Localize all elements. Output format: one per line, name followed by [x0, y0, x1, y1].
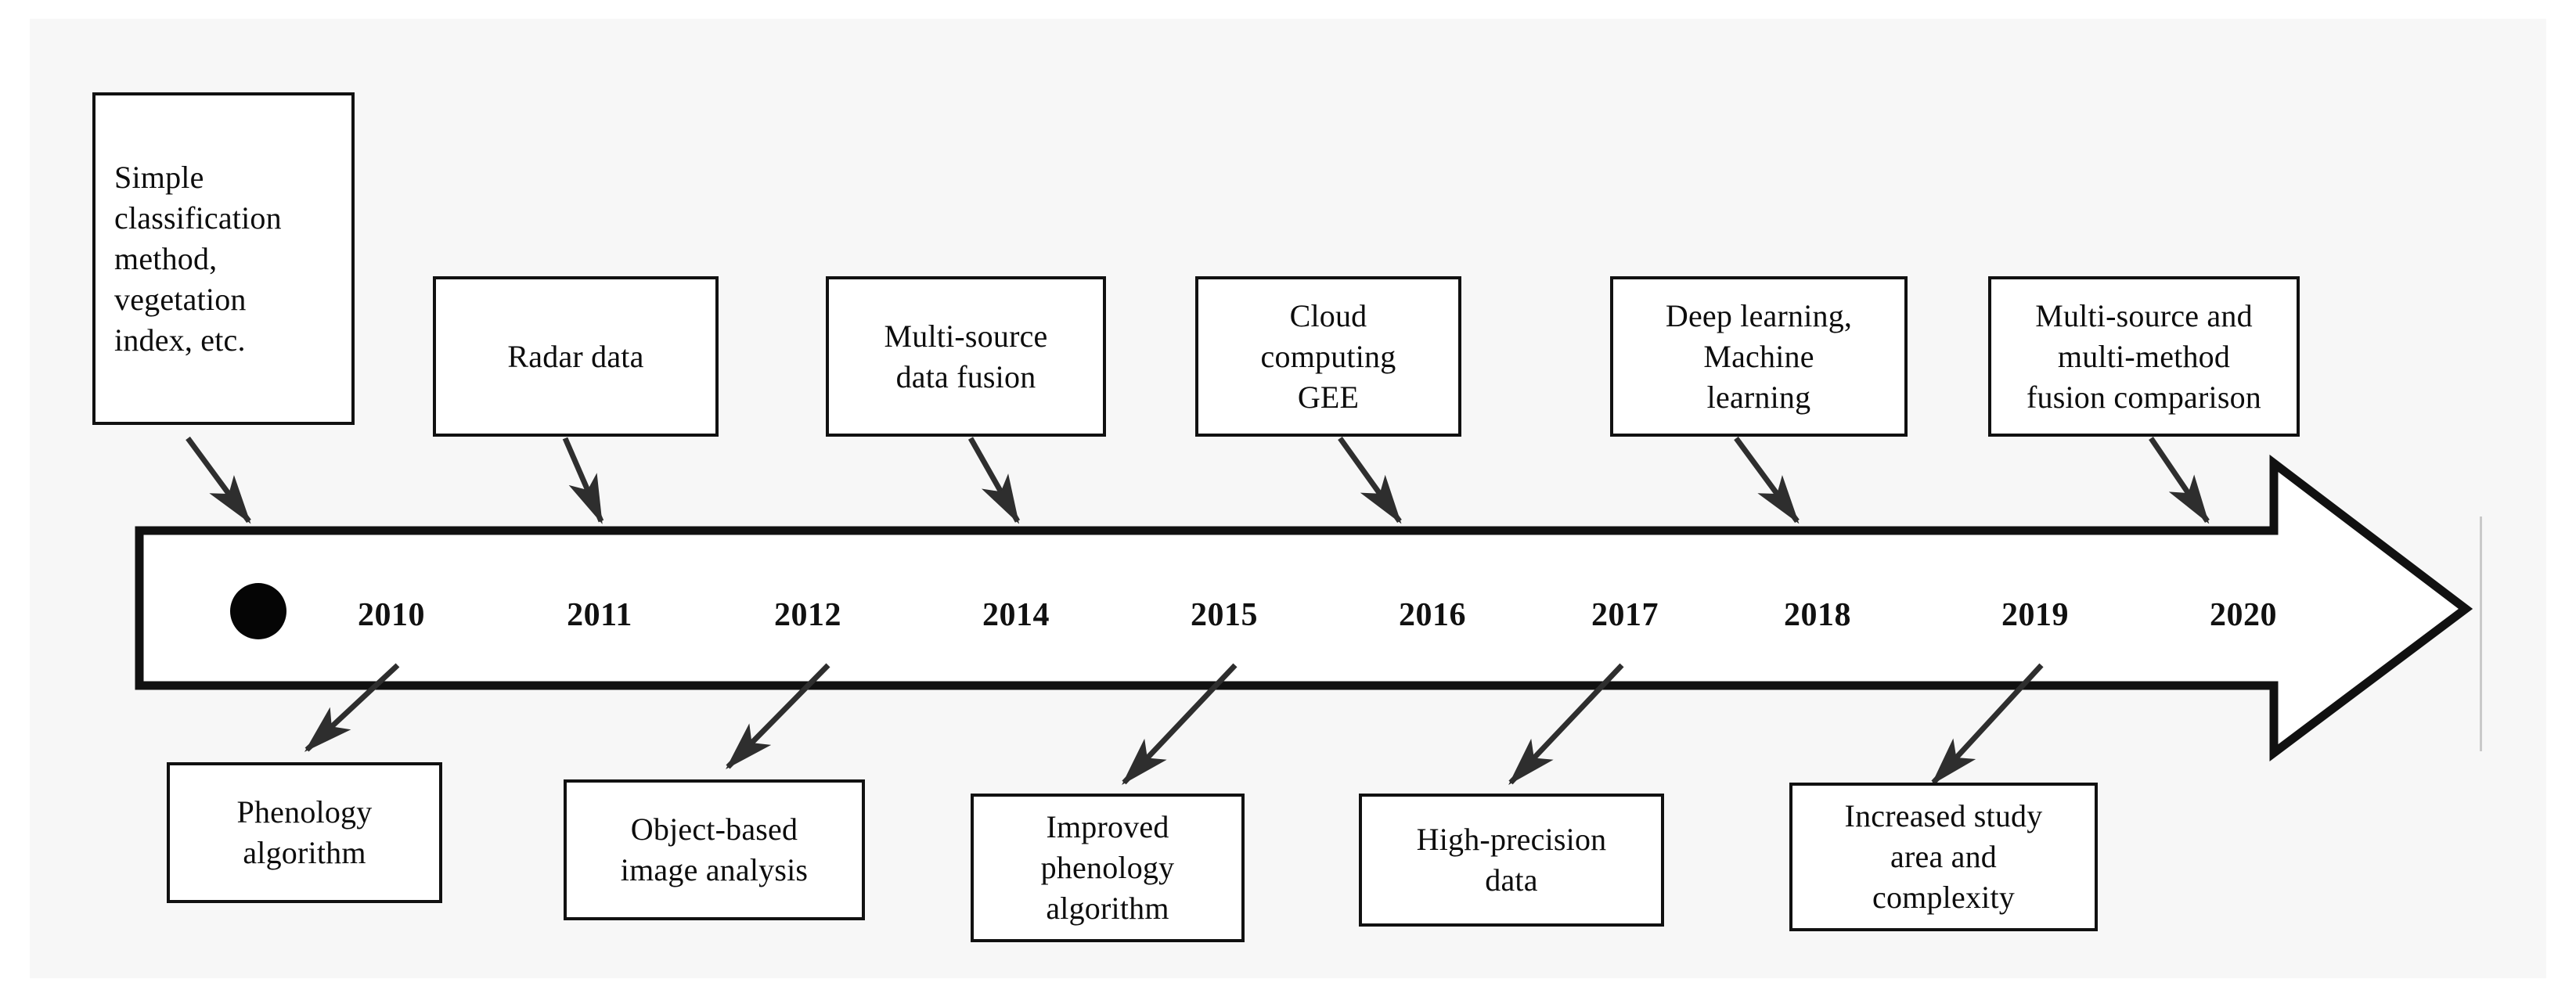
- year-label-2017[interactable]: 2017: [1591, 597, 1659, 633]
- year-label-2011[interactable]: 2011: [567, 597, 632, 633]
- year-label-2014[interactable]: 2014: [982, 597, 1050, 633]
- connector-top-2016: [1338, 436, 1402, 524]
- connector-bottom-2015: [1122, 663, 1238, 786]
- connector-bottom-2012: [726, 663, 830, 769]
- year-label-2018[interactable]: 2018: [1784, 597, 1851, 633]
- year-label-2016[interactable]: 2016: [1399, 597, 1466, 633]
- figure-right-rule: [2480, 516, 2482, 751]
- year-label-2019[interactable]: 2019: [2001, 597, 2069, 633]
- connector-bottom-2010: [304, 663, 400, 752]
- connector-top-2011: [562, 437, 604, 524]
- connector-bottom-2019: [1931, 663, 2044, 786]
- year-label-2020[interactable]: 2020: [2210, 597, 2277, 633]
- year-label-2012[interactable]: 2012: [774, 597, 841, 633]
- year-label-2015[interactable]: 2015: [1191, 597, 1258, 633]
- timeline-arrow-body: [135, 454, 2473, 762]
- node-text: Radar data: [507, 338, 644, 374]
- timeline-start-dot: [230, 583, 286, 639]
- node-radar-data[interactable]: Radar data: [433, 276, 719, 437]
- connector-top-2018: [1734, 436, 1800, 524]
- figure-plate: [30, 19, 2546, 978]
- connector-top-2014: [967, 437, 1021, 524]
- connector-top-2010: [186, 436, 251, 524]
- year-label-2010[interactable]: 2010: [358, 597, 425, 633]
- connector-bottom-2017: [1508, 663, 1624, 786]
- connector-top-2020: [2149, 437, 2210, 524]
